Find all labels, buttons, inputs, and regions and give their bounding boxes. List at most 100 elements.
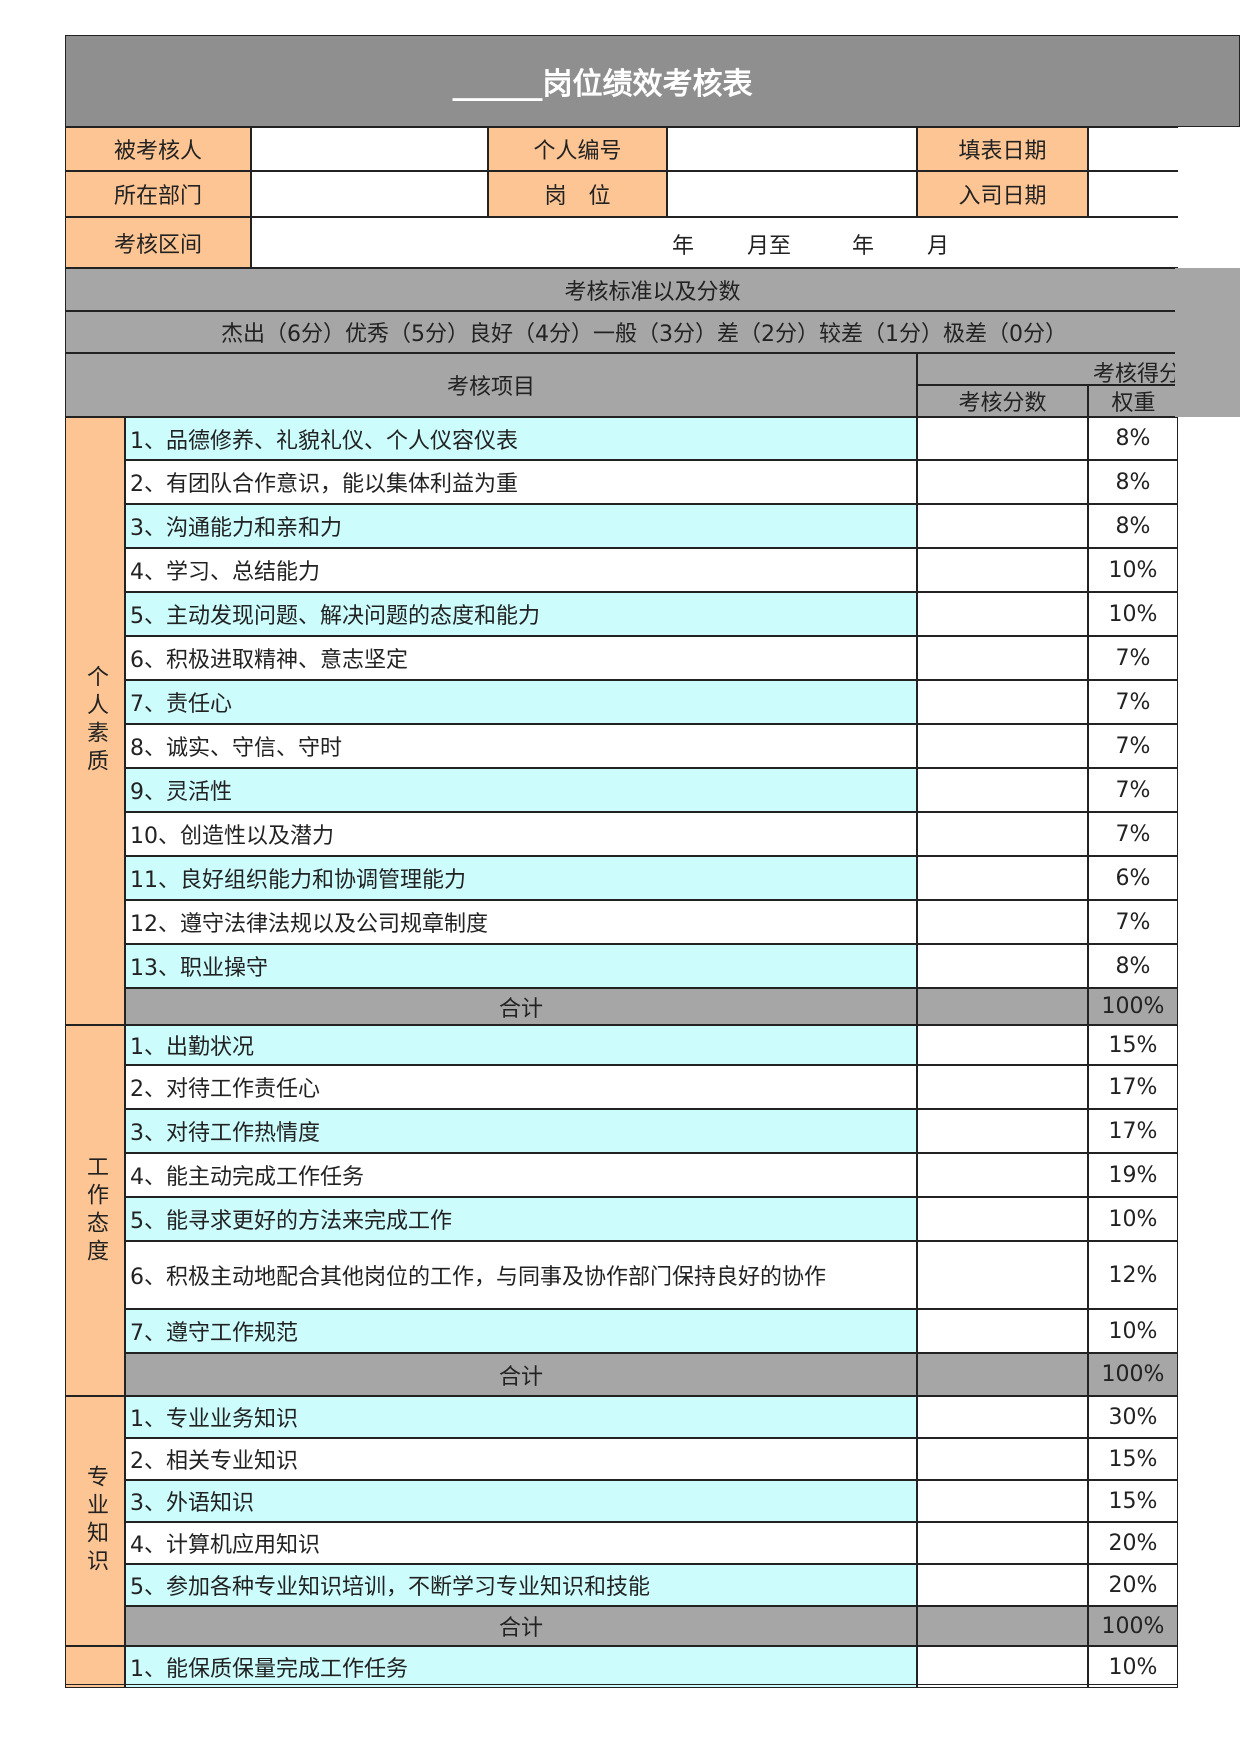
score-input[interactable] <box>917 1065 1088 1109</box>
section-total-score <box>917 1606 1088 1646</box>
item-label: 1、出勤状况 <box>125 1025 917 1065</box>
item-weight: 30% <box>1088 1396 1178 1438</box>
section-total-label: 合计 <box>125 988 917 1025</box>
item-label: 12、遵守法律法规以及公司规章制度 <box>125 900 917 944</box>
item-label: 1、品德修养、礼貌礼仪、个人仪容仪表 <box>125 417 917 460</box>
item-weight: 7% <box>1088 900 1178 944</box>
score-input[interactable] <box>917 504 1088 548</box>
item-label: 2、相关专业知识 <box>125 1438 917 1480</box>
standards-scale-text: 杰出（6分）优秀（5分）良好（4分）一般（3分）差（2分）较差（1分）极差（0分… <box>221 322 1067 347</box>
score-input[interactable] <box>917 592 1088 636</box>
item-weight: 8% <box>1088 460 1178 504</box>
item-weight: 17% <box>1088 1109 1178 1153</box>
score-input[interactable] <box>917 1564 1088 1606</box>
score-input[interactable] <box>917 768 1088 812</box>
item-label: 11、良好组织能力和协调管理能力 <box>125 856 917 900</box>
item-weight: 10% <box>1088 1309 1178 1353</box>
position-label: 岗 位 <box>488 171 667 217</box>
score-input[interactable] <box>917 812 1088 856</box>
item-label: 7、责任心 <box>125 680 917 724</box>
item-label: 10、创造性以及潜力 <box>125 812 917 856</box>
section-category: 专业知识 <box>65 1396 125 1646</box>
item-header: 考核项目 <box>65 353 917 417</box>
item-weight: 8% <box>1088 417 1178 460</box>
id-label: 个人编号 <box>488 127 667 171</box>
score-input[interactable] <box>917 1480 1088 1522</box>
score-input[interactable] <box>917 636 1088 680</box>
period-label: 考核区间 <box>65 217 251 268</box>
item-label: 5、参加各种专业知识培训，不断学习专业知识和技能 <box>125 1564 917 1606</box>
period-month-to: 月至 <box>747 234 792 259</box>
item-label: 3、沟通能力和亲和力 <box>125 504 917 548</box>
item-label: 6、积极主动地配合其他岗位的工作，与同事及协作部门保持良好的协作 <box>125 1241 917 1309</box>
score-input[interactable] <box>917 1438 1088 1480</box>
score-input[interactable] <box>917 1646 1088 1688</box>
item-label: 4、能主动完成工作任务 <box>125 1153 917 1197</box>
score-input[interactable] <box>917 1241 1088 1309</box>
score-input[interactable] <box>917 1025 1088 1065</box>
item-weight: 19% <box>1088 1153 1178 1197</box>
page-bottom-edge <box>65 1684 1178 1685</box>
score-input[interactable] <box>917 460 1088 504</box>
item-weight: 10% <box>1088 592 1178 636</box>
item-weight: 7% <box>1088 636 1178 680</box>
weight-header: 权重 <box>1088 385 1178 417</box>
section-category: 个人素质 <box>65 417 125 1025</box>
score-input[interactable] <box>917 680 1088 724</box>
item-label: 3、外语知识 <box>125 1480 917 1522</box>
period-year2: 年 <box>852 234 875 259</box>
dept-field[interactable] <box>251 171 488 217</box>
item-weight: 15% <box>1088 1438 1178 1480</box>
section-category <box>65 1646 125 1688</box>
section-total-label: 合计 <box>125 1353 917 1396</box>
score-input[interactable] <box>917 724 1088 768</box>
item-weight: 8% <box>1088 944 1178 988</box>
score-input[interactable] <box>917 1396 1088 1438</box>
item-label: 1、专业业务知识 <box>125 1396 917 1438</box>
item-weight: 7% <box>1088 680 1178 724</box>
form-title: ______岗位绩效考核表 <box>65 35 1240 127</box>
score-input[interactable] <box>917 1522 1088 1564</box>
period-field[interactable]: 年 月至 年 月 <box>251 217 1178 268</box>
score-input[interactable] <box>917 1109 1088 1153</box>
item-weight: 20% <box>1088 1564 1178 1606</box>
item-weight: 10% <box>1088 548 1178 592</box>
score-input[interactable] <box>917 856 1088 900</box>
item-weight: 15% <box>1088 1025 1178 1065</box>
score-input[interactable] <box>917 417 1088 460</box>
section-category-text: 专业知识 <box>83 1465 108 1577</box>
hire-date-field[interactable] <box>1088 171 1178 217</box>
section-total-score <box>917 988 1088 1025</box>
score-input[interactable] <box>917 1153 1088 1197</box>
position-field[interactable] <box>667 171 917 217</box>
score-input[interactable] <box>917 944 1088 988</box>
fill-date-field[interactable] <box>1088 127 1178 171</box>
score-input[interactable] <box>917 1309 1088 1353</box>
item-label: 4、计算机应用知识 <box>125 1522 917 1564</box>
item-label: 2、对待工作责任心 <box>125 1065 917 1109</box>
fill-date-label: 填表日期 <box>917 127 1088 171</box>
score-input[interactable] <box>917 900 1088 944</box>
item-weight: 7% <box>1088 724 1178 768</box>
header-side-band <box>1175 268 1240 417</box>
item-label: 13、职业操守 <box>125 944 917 988</box>
score-group-header: 考核得分 <box>917 353 1178 385</box>
score-input[interactable] <box>917 1197 1088 1241</box>
item-weight: 15% <box>1088 1480 1178 1522</box>
standards-scale: 杰出（6分）优秀（5分）良好（4分）一般（3分）差（2分）较差（1分）极差（0分… <box>65 311 1178 353</box>
item-weight: 10% <box>1088 1646 1178 1688</box>
item-weight: 12% <box>1088 1241 1178 1309</box>
score-input[interactable] <box>917 548 1088 592</box>
id-field[interactable] <box>667 127 917 171</box>
section-total-score <box>917 1353 1088 1396</box>
period-year1: 年 <box>672 234 695 259</box>
item-label: 5、能寻求更好的方法来完成工作 <box>125 1197 917 1241</box>
section-total-label: 合计 <box>125 1606 917 1646</box>
score-group-text: 考核得分 <box>1093 362 1178 385</box>
employee-label: 被考核人 <box>65 127 251 171</box>
form-title-text: ______岗位绩效考核表 <box>452 67 753 102</box>
item-label: 6、积极进取精神、意志坚定 <box>125 636 917 680</box>
item-label: 3、对待工作热情度 <box>125 1109 917 1153</box>
employee-field[interactable] <box>251 127 488 171</box>
item-weight: 6% <box>1088 856 1178 900</box>
